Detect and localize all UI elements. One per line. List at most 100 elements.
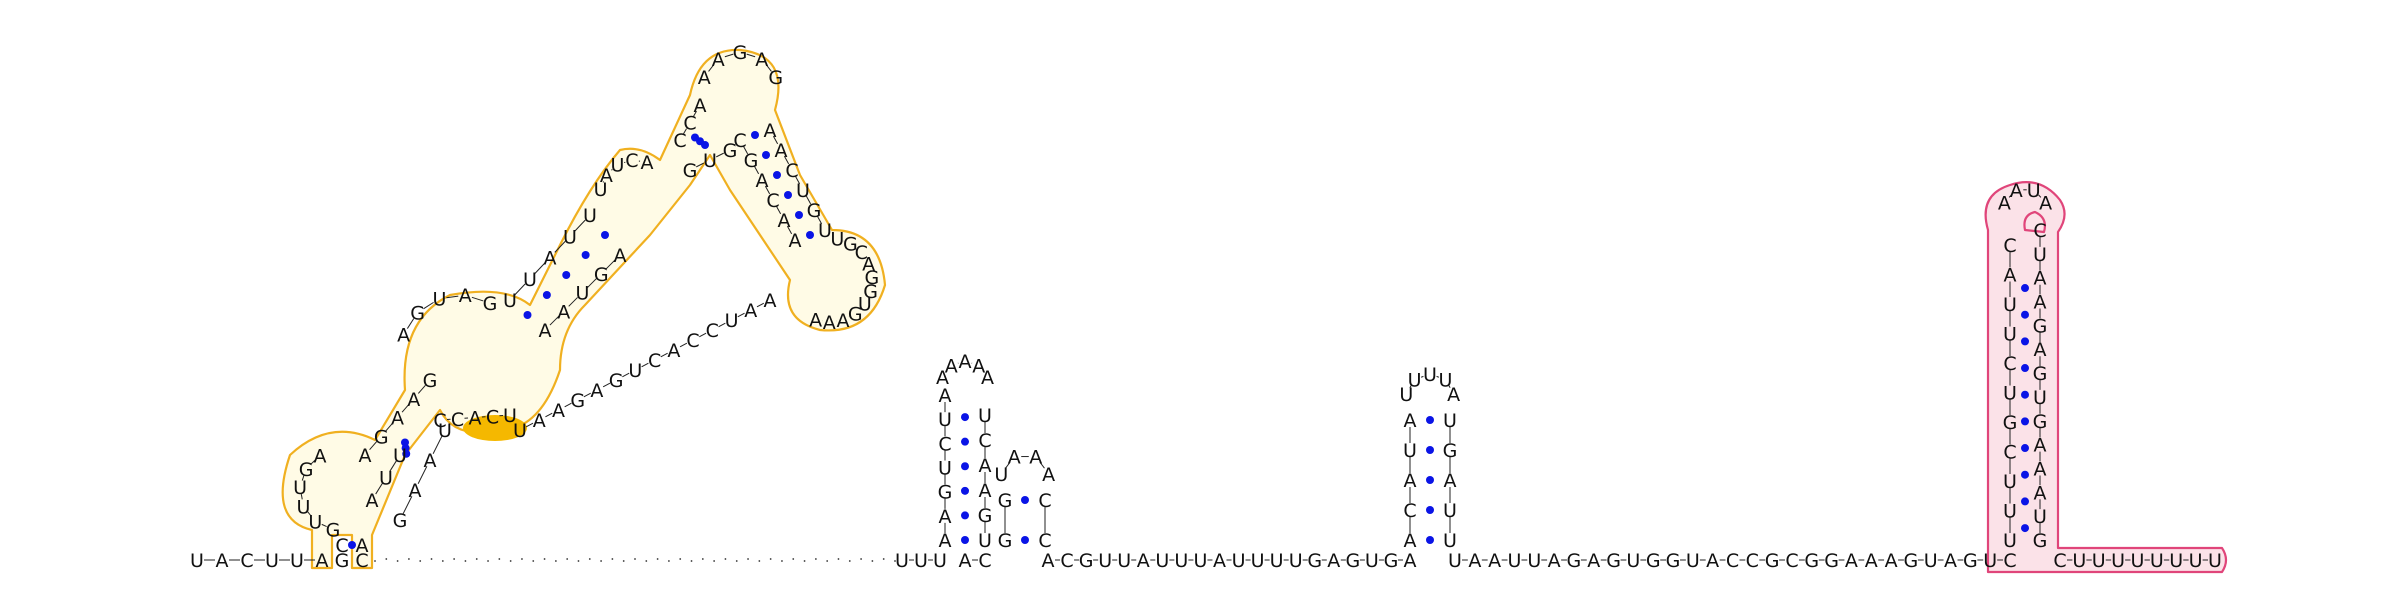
nucleotide-stem-e: C <box>2003 235 2016 257</box>
nucleotide-stem-d-right: U <box>1443 530 1457 552</box>
nucleotide-stem-c-right: C <box>1038 530 1051 552</box>
linker-dot <box>408 558 410 560</box>
base-pair-dot <box>1426 536 1434 544</box>
backbone-segment <box>756 302 765 308</box>
backbone-segment <box>783 155 790 165</box>
highlight-region-yellow <box>281 48 887 570</box>
nucleotide-strand: U <box>1686 550 1700 572</box>
nucleotide-stem-b-right: A <box>979 455 992 477</box>
nucleotide-hairpin-loop-c: A <box>1029 447 1042 469</box>
nucleotide-stem-a2: U <box>583 205 597 227</box>
base-pair-dot <box>2021 364 2029 373</box>
base-pair-dot <box>961 413 969 422</box>
nucleotide-stem-d-right: A <box>1444 470 1457 492</box>
linker-dot <box>464 560 467 562</box>
backbone-segment <box>693 110 697 117</box>
nucleotide-stem-b: A <box>939 506 952 528</box>
backbone-segment <box>772 135 779 145</box>
nucleotide-hairpin-loop-b: A <box>945 355 958 377</box>
nucleotide-stem-d: U <box>1403 440 1417 462</box>
base-pair-dot <box>601 231 609 239</box>
linker-dot <box>803 560 806 562</box>
nucleotide-stem-a2: A <box>544 248 557 270</box>
nucleotide-3prime: U <box>2208 550 2222 572</box>
nucleotide-hairpin-loop-b: A <box>972 355 985 377</box>
backbone-segment <box>716 152 724 158</box>
nucleotide-stem-e: U <box>2003 324 2017 346</box>
nucleotide-interior-loop: A <box>397 324 410 346</box>
nucleotide-strand: U <box>1117 550 1131 572</box>
nucleotide-stem-a2: U <box>563 226 577 248</box>
linker-dot <box>668 560 670 562</box>
nucleotide-stem-a2r: A <box>557 301 570 323</box>
nucleotide-stem-e-right: G <box>2033 363 2048 385</box>
nucleotide-stem-b-right: U <box>978 530 992 552</box>
nucleotide-hairpin-loop-top: A <box>698 67 711 89</box>
nucleotide-stem-a0: C <box>335 535 348 557</box>
nucleotide-strand: A <box>1706 550 1719 572</box>
backbone-segment <box>699 332 707 338</box>
nucleotide-stem-e-right: U <box>2033 244 2047 266</box>
nucleotide-strand: G <box>1567 550 1582 572</box>
linker-dot <box>509 560 512 562</box>
nucleotide-hairpin-loop-b: A <box>981 367 994 389</box>
nucleotide-stem-e-right: A <box>2034 268 2047 290</box>
nucleotide-strand: U <box>1193 550 1207 572</box>
backbone-segment <box>765 64 772 72</box>
nucleotide-strand: U <box>1527 550 1541 572</box>
nucleotide-strand: A <box>1404 550 1417 572</box>
linker-dot <box>701 558 704 560</box>
backbone-segment <box>1409 385 1412 389</box>
nucleotide-strand: U <box>1270 550 1284 572</box>
nucleotide-strand: U <box>1365 550 1379 572</box>
base-pair-dot <box>523 311 532 319</box>
nucleotide-stem-a4: A <box>764 120 777 142</box>
nucleotide-hairpin-loop-side: G <box>848 304 863 326</box>
nucleotide-5prime: U <box>290 550 304 572</box>
nucleotide-stem-a4: U <box>796 180 810 202</box>
nucleotide-hairpin-loop-side: G <box>865 267 880 289</box>
linker-dot <box>758 560 761 562</box>
nucleotide-stem-a3: A <box>694 95 707 117</box>
highlight-regions <box>281 48 2228 574</box>
nucleotide-stem-b-right: C <box>978 430 991 452</box>
linker-dot <box>566 558 569 560</box>
base-pair-dot <box>1426 506 1434 514</box>
backbone-segment <box>660 352 668 358</box>
nucleotide-stem-a1: G <box>374 426 389 448</box>
nucleotide-return: C <box>706 320 719 342</box>
backbone-segment <box>622 372 630 378</box>
nucleotide-stem-e: U <box>2003 294 2017 316</box>
backbone-segment <box>568 297 578 307</box>
base-pair-dot <box>751 131 759 139</box>
linker-dot <box>453 558 456 560</box>
nucleotide-stem-d: A <box>1404 530 1417 552</box>
nucleotide-stem-a0: C <box>355 550 368 572</box>
nucleotide-return: C <box>686 330 699 352</box>
linker-dot <box>532 560 535 562</box>
nucleotide-stem-b: U <box>938 409 952 431</box>
nucleotide-interior-loop: A <box>459 285 472 307</box>
backbone-segment <box>525 422 534 428</box>
nucleotide-hairpin-loop-side: A <box>836 310 849 332</box>
nucleotide-3prime: U <box>2092 550 2106 572</box>
nucleotide-stem-e-right: U <box>2033 387 2047 409</box>
nucleotide-strand: A <box>1885 550 1898 572</box>
nucleotide-stem-a3: C <box>683 113 696 135</box>
base-pair-dot <box>2021 470 2029 479</box>
nucleotide-hairpin-loop-side: U <box>858 293 872 315</box>
nucleotide-stem-a0: G <box>335 550 350 572</box>
nucleotide-stem-c-right: C <box>1038 490 1051 512</box>
backbone-segment <box>583 392 591 398</box>
nucleotide-strand: G <box>1804 550 1819 572</box>
backbone-segment <box>746 53 756 58</box>
linker-dot <box>374 560 376 562</box>
nucleotide-stem-a1: A <box>407 389 420 411</box>
nucleotide-stem-e: A <box>2004 265 2017 287</box>
nucleotide-return: A <box>533 410 546 432</box>
nucleotide-stem-b-right: G <box>978 505 993 527</box>
nucleotide-stem-a3r: G <box>683 160 698 182</box>
nucleotide-strand: U <box>1155 550 1169 572</box>
backbone-segment <box>2038 194 2042 198</box>
nucleotide-stem-a2r: A <box>539 320 552 342</box>
